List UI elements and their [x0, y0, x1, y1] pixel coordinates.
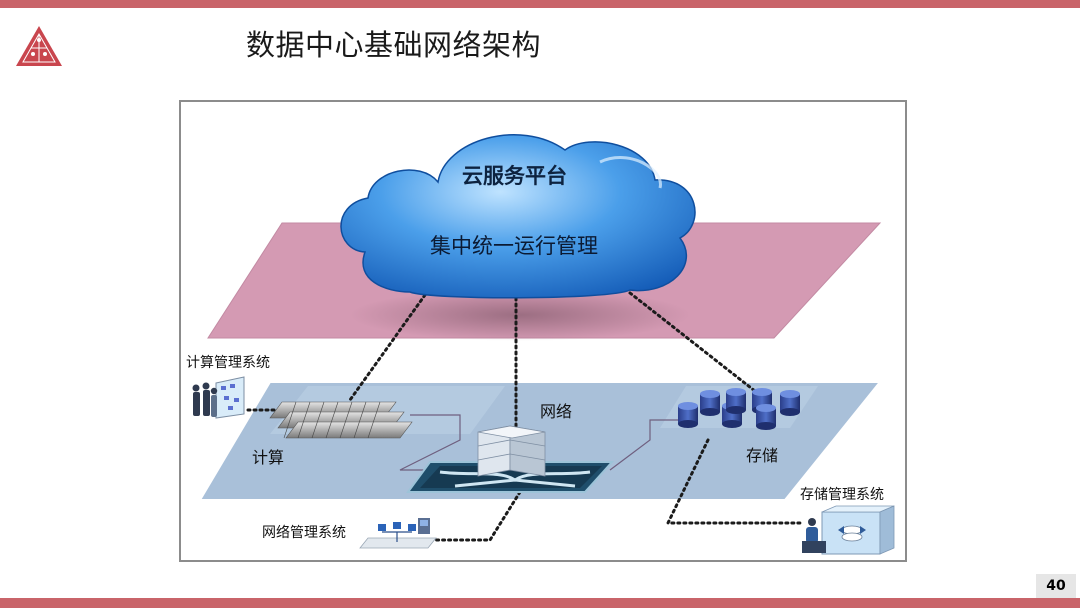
- page-number: 40: [1036, 574, 1076, 598]
- storage-disk-array-icon: [678, 388, 800, 430]
- cloud-storage-dotted-link: [628, 291, 762, 397]
- cloud-icon: [340, 134, 696, 299]
- cloud-title-label: 云服务平台: [462, 164, 567, 188]
- network-label: 网络: [540, 402, 573, 421]
- server-rack-icon: [269, 401, 413, 439]
- page-title: 数据中心基础网络架构: [246, 28, 542, 62]
- network-switch-icon: [406, 425, 615, 493]
- triangle-logo-icon: [16, 26, 62, 66]
- storage-label: 存储: [746, 446, 779, 465]
- network-management-label: 网络管理系统: [262, 525, 346, 541]
- storage-management-icon: [802, 505, 895, 555]
- network-storage-link: [609, 419, 690, 471]
- compute-network-link: [399, 414, 461, 471]
- compute-management-people-icon: [192, 376, 245, 419]
- network-mgmt-dotted-link: [430, 490, 522, 542]
- cloud-subtitle-label: 集中统一运行管理: [430, 234, 598, 258]
- compute-label: 计算: [252, 448, 285, 467]
- storage-management-label: 存储管理系统: [800, 487, 884, 503]
- top-accent-bar: [0, 0, 1080, 8]
- cloud-compute-dotted-link: [348, 293, 427, 402]
- bottom-accent-bar: [0, 598, 1080, 608]
- network-management-icon: [359, 518, 437, 549]
- storage-mgmt-dotted-link: [665, 438, 802, 525]
- compute-management-label: 计算管理系统: [186, 355, 270, 371]
